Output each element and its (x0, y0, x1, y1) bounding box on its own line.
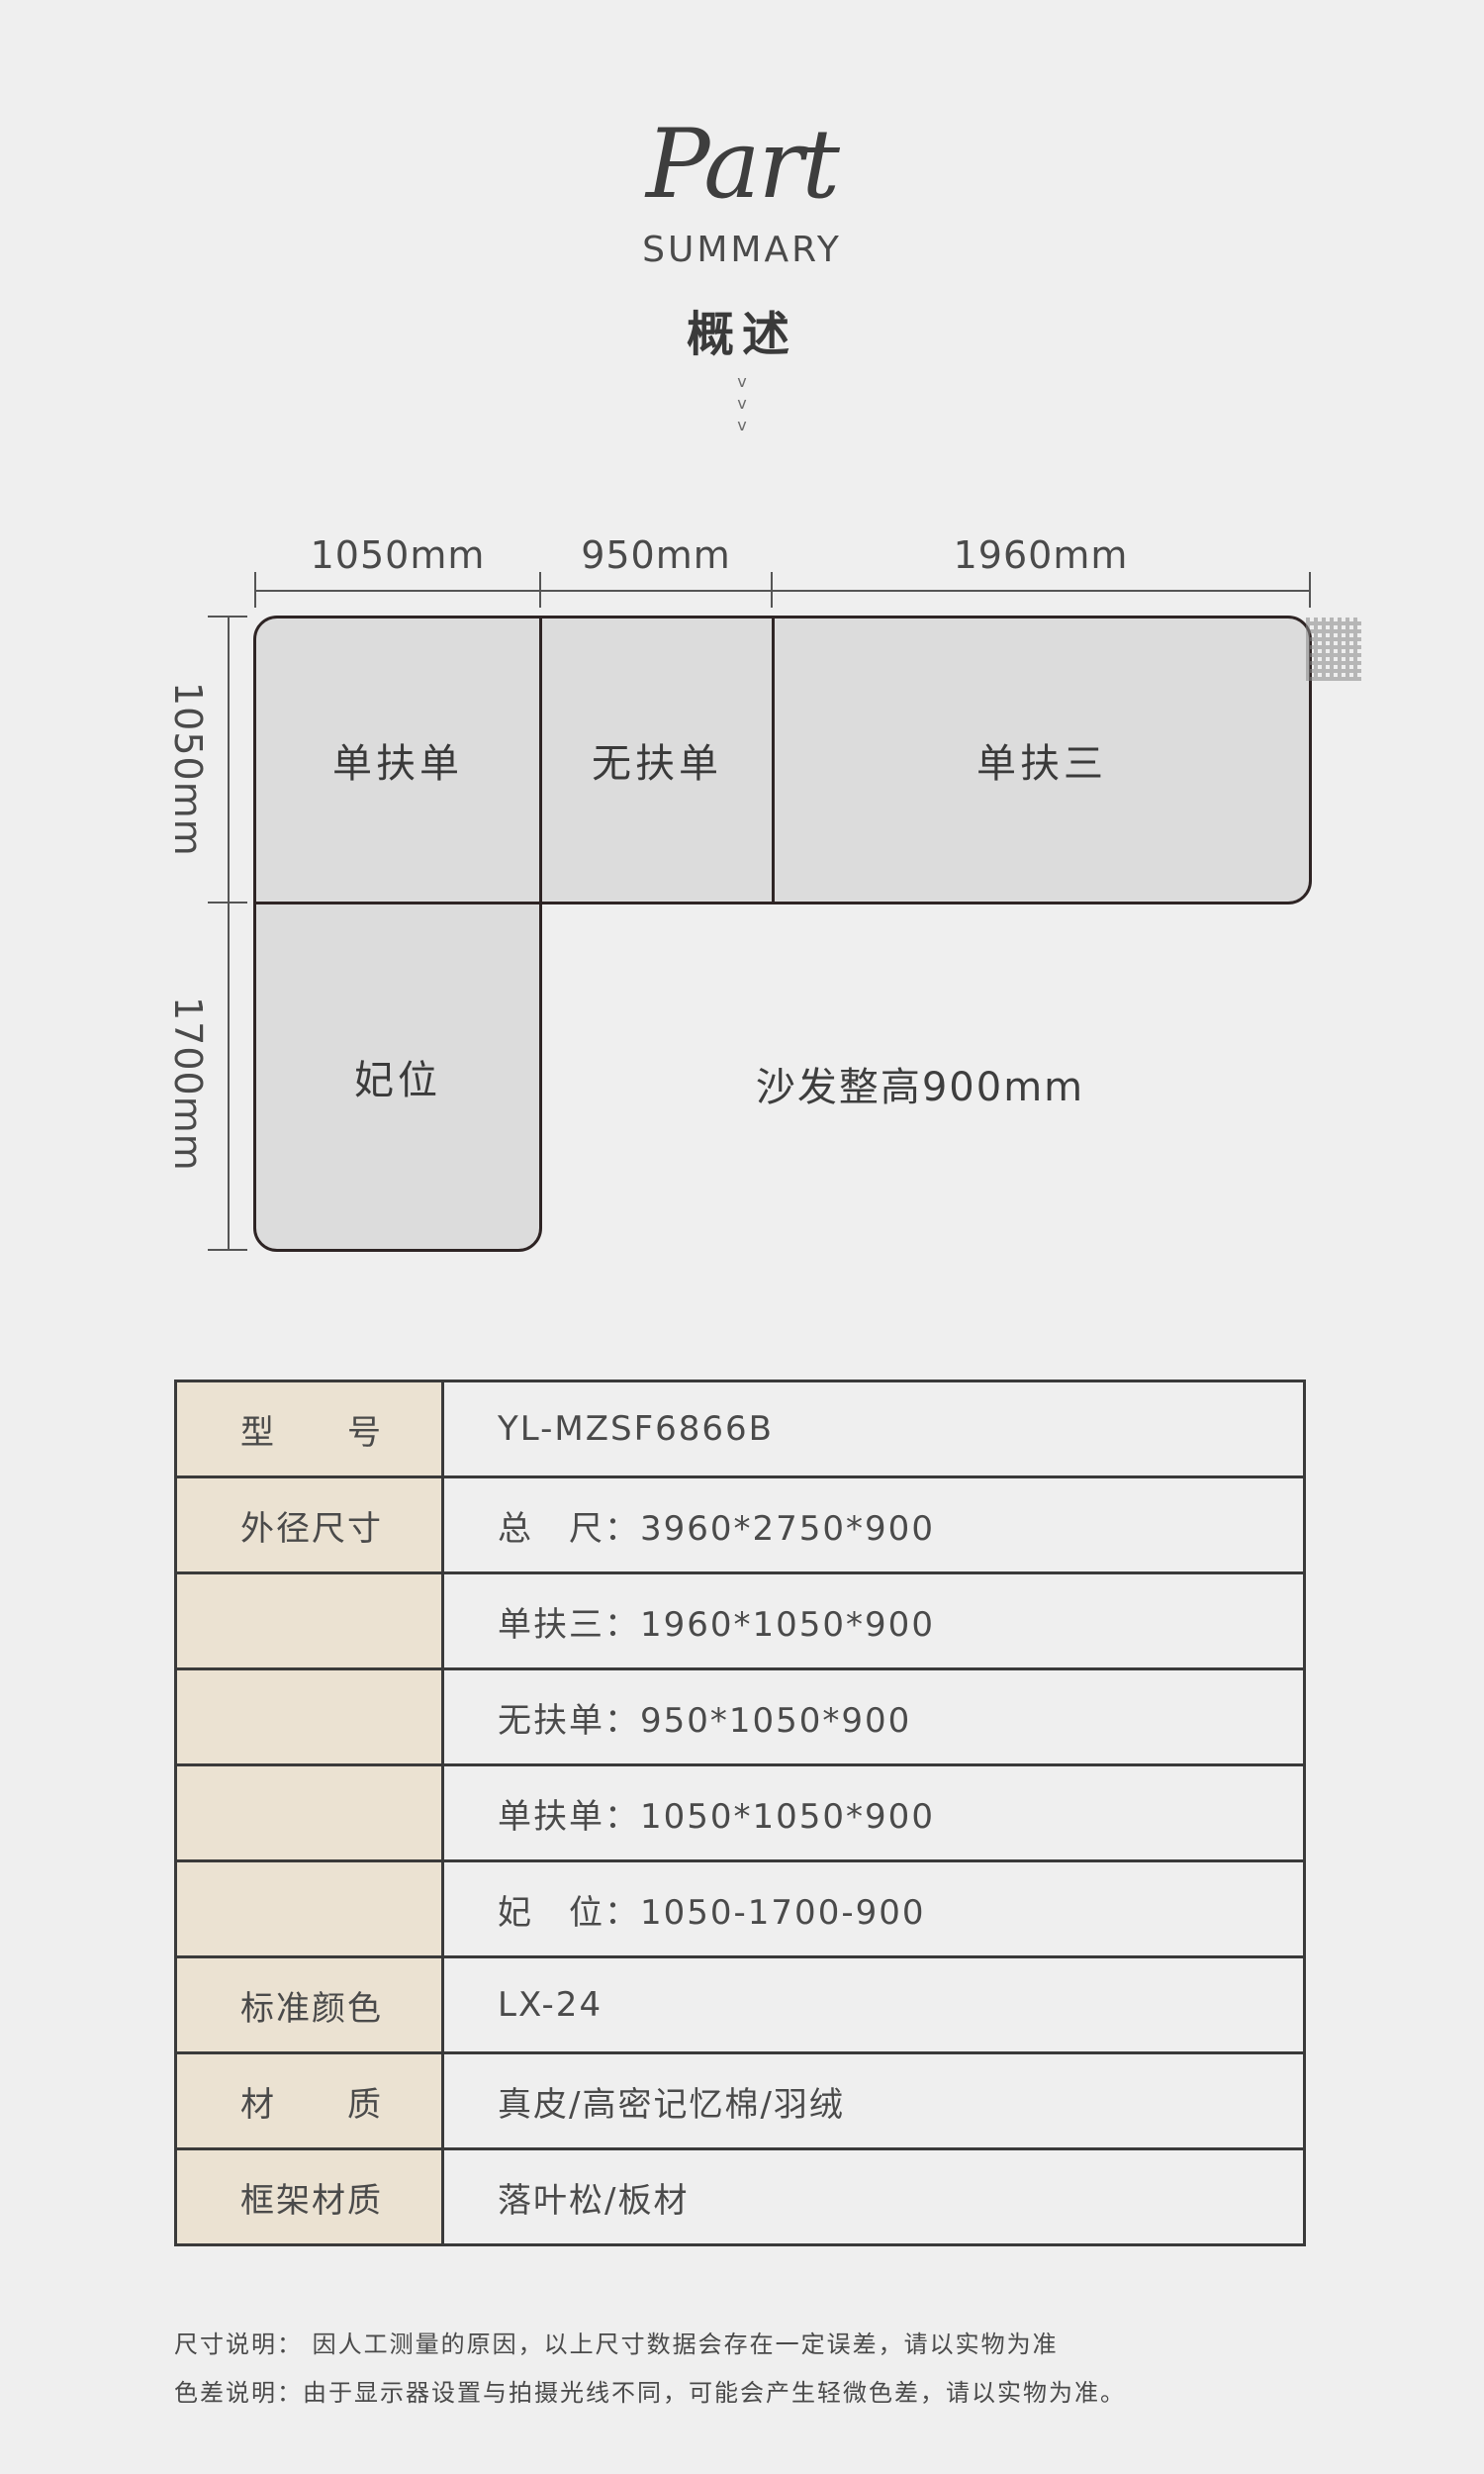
spec-key: 外径尺寸 (174, 1475, 444, 1574)
dim-width-single-arm-triple: 1960mm (953, 533, 1129, 577)
spec-key: 材 质 (174, 2051, 444, 2150)
summary-heading: SUMMARY (642, 230, 842, 270)
seat-label: 单扶三 (976, 741, 1107, 787)
seat-single-arm-triple: 单扶三 (772, 616, 1312, 904)
spec-row: 单扶单：1050*1050*900 (174, 1763, 1306, 1862)
spec-key: 框架材质 (174, 2147, 444, 2246)
dimension-tick (254, 572, 256, 608)
size-disclaimer: 尺寸说明： 因人工测量的原因，以上尺寸数据会存在一定误差，请以实物为准 (174, 2331, 1059, 2358)
spec-row: 框架材质落叶松/板材 (174, 2147, 1306, 2246)
spec-value: 单扶单：1050*1050*900 (441, 1763, 1306, 1862)
dimension-tick (539, 572, 541, 608)
spec-value: YL-MZSF6866B (441, 1380, 1306, 1478)
color-disclaimer: 色差说明：由于显示器设置与拍摄光线不同，可能会产生轻微色差，请以实物为准。 (174, 2379, 1126, 2407)
dimension-tick (208, 1249, 247, 1251)
spec-value: 妃 位：1050-1700-900 (441, 1859, 1306, 1958)
spec-value: 真皮/高密记忆棉/羽绒 (441, 2051, 1306, 2150)
top-dimension-line (255, 590, 1310, 592)
part-script-title: Part (646, 109, 840, 220)
spec-value: 无扶单：950*1050*900 (441, 1667, 1306, 1766)
spec-key: 标准颜色 (174, 1955, 444, 2054)
left-dimension-line (228, 616, 230, 1251)
chevron-down-icon: v (737, 372, 747, 391)
spec-row: 单扶三：1960*1050*900 (174, 1571, 1306, 1670)
sofa-height-note: 沙发整高900mm (755, 1065, 1085, 1110)
seat-chaise: 妃位 (253, 902, 542, 1252)
spec-key (174, 1667, 444, 1766)
seat-no-arm-single: 无扶单 (539, 616, 775, 904)
chevron-down-icon: v (737, 394, 747, 413)
dimension-tick (771, 572, 773, 608)
spec-key (174, 1571, 444, 1670)
spec-row: 材 质真皮/高密记忆棉/羽绒 (174, 2051, 1306, 2150)
spec-row: 妃 位：1050-1700-900 (174, 1859, 1306, 1958)
spec-row: 无扶单：950*1050*900 (174, 1667, 1306, 1766)
spec-value: 单扶三：1960*1050*900 (441, 1571, 1306, 1670)
dimension-tick (208, 902, 247, 904)
overview-title: 概述 (686, 307, 797, 362)
dim-width-no-arm-single: 950mm (581, 533, 731, 577)
spec-value: 总 尺：3960*2750*900 (441, 1475, 1306, 1574)
dim-depth-top-row: 1050mm (166, 682, 210, 857)
seat-label: 妃位 (354, 1058, 441, 1103)
dimension-tick (1309, 572, 1311, 608)
seat-label: 单扶单 (332, 741, 463, 787)
spec-key (174, 1859, 444, 1958)
spec-row: 外径尺寸总 尺：3960*2750*900 (174, 1475, 1306, 1574)
qr-code-icon (1306, 618, 1361, 681)
spec-value: LX-24 (441, 1955, 1306, 2054)
dim-depth-chaise: 1700mm (166, 997, 210, 1172)
spec-value: 落叶松/板材 (441, 2147, 1306, 2246)
spec-key (174, 1763, 444, 1862)
dimension-tick (208, 616, 247, 618)
dim-width-single-arm-single: 1050mm (310, 533, 486, 577)
spec-key: 型 号 (174, 1380, 444, 1478)
seat-label: 无扶单 (592, 741, 722, 787)
seat-single-arm-single: 单扶单 (253, 616, 542, 904)
chevron-down-icon: v (737, 416, 747, 434)
